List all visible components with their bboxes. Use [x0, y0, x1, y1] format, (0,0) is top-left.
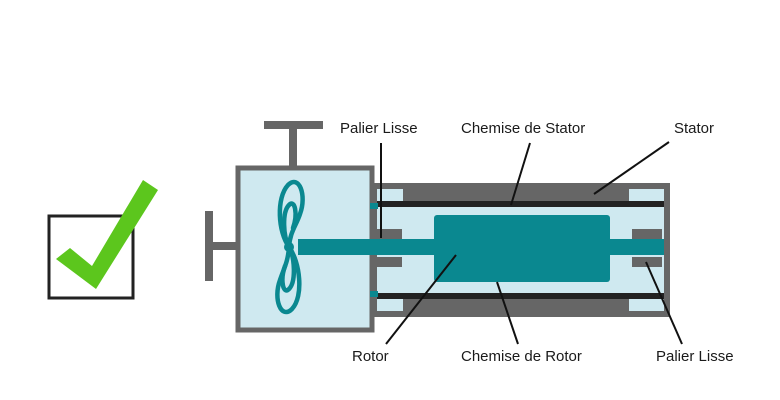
checkmark-icon — [56, 180, 158, 289]
label-rotor: Rotor — [352, 348, 389, 365]
label-palier-lisse-top: Palier Lisse — [340, 120, 418, 137]
leader-lines — [380, 141, 683, 345]
label-chemise-de-stator: Chemise de Stator — [461, 120, 585, 137]
propeller-icon — [275, 179, 305, 315]
label-stator: Stator — [674, 120, 714, 137]
housing-tabs — [370, 203, 378, 297]
stator-block — [403, 189, 629, 311]
left-handle — [205, 211, 240, 281]
top-handle — [264, 121, 323, 169]
label-chemise-de-rotor: Chemise de Rotor — [461, 348, 582, 365]
label-palier-lisse-bottom: Palier Lisse — [656, 348, 734, 365]
stator-liner — [377, 201, 664, 299]
rotor — [434, 215, 610, 282]
bearing-left — [376, 229, 402, 267]
